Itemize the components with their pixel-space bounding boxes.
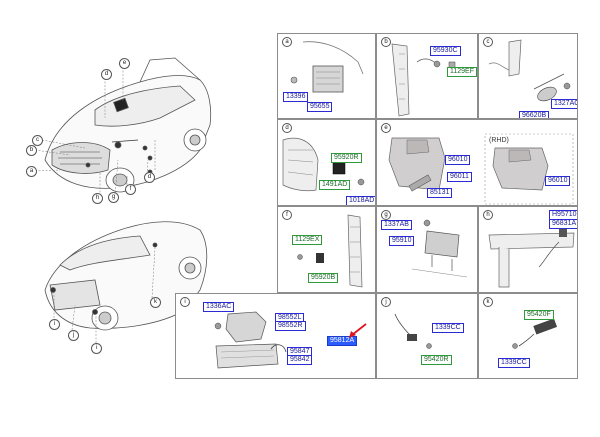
part-1336AC[interactable]: 1336AC [203, 302, 235, 312]
part-95910[interactable]: 95910 [389, 236, 415, 246]
part-85131[interactable]: 85131 [427, 188, 453, 198]
part-96831A[interactable]: 96831A [549, 219, 577, 229]
callout-j[interactable]: j [68, 330, 79, 341]
panel-h: h H95710 96831A [478, 206, 578, 293]
rear-car-drawing [44, 221, 208, 331]
callout-k[interactable]: k [150, 297, 161, 308]
panel-d: d 95920R 1491AD 1018AD [277, 119, 376, 206]
panel-b-art [391, 43, 456, 117]
part-1339CC-k[interactable]: 1339CC [498, 358, 530, 368]
panel-d-letter: d [282, 123, 292, 133]
panel-g-art [411, 219, 468, 278]
panel-c: c 96620B 1327AC [478, 33, 578, 119]
panel-g: g 1337AB 95910 [376, 206, 478, 293]
panel-k: k 95420F 1339CC [478, 293, 578, 379]
panel-g-letter: g [381, 210, 391, 220]
part-95920B[interactable]: 95920B [308, 273, 339, 283]
part-13396[interactable]: 13396 [283, 92, 309, 102]
panel-h-art [488, 227, 575, 288]
callout-e[interactable]: e [119, 58, 130, 69]
part-96620B[interactable]: 96620B [519, 111, 550, 118]
panel-j: j 1339CC 95420R [376, 293, 478, 379]
panel-b: b 95930C 1129EF [376, 33, 478, 119]
part-1337AB[interactable]: 1337AB [381, 220, 412, 230]
panel-e-letter: e [381, 123, 391, 133]
panel-c-letter: c [483, 37, 493, 47]
callout-i[interactable]: i [49, 319, 60, 330]
callout-f[interactable]: f [125, 184, 136, 195]
panel-e-art [388, 133, 574, 205]
panel-j-art [394, 313, 432, 349]
panel-f-letter: f [282, 210, 292, 220]
callout-a[interactable]: a [26, 166, 37, 177]
part-1129EX[interactable]: 1129EX [292, 235, 323, 245]
panel-b-letter: b [381, 37, 391, 47]
callout-i-lower[interactable]: i [91, 343, 102, 354]
front-car-drawing [44, 57, 212, 193]
callout-g[interactable]: g [108, 192, 119, 203]
part-98552R[interactable]: 98552R [275, 321, 306, 331]
rhd-label: (RHD) [489, 137, 509, 144]
panel-a-art [290, 41, 364, 93]
part-95420R[interactable]: 95420R [421, 355, 452, 365]
panel-i: i 1336AC 98552L 98552R 95812A 95847 9584… [175, 293, 376, 379]
panel-h-letter: h [483, 210, 493, 220]
panel-f: f 1129EX 95920B [277, 206, 376, 293]
part-95842[interactable]: 95842 [287, 355, 313, 365]
part-96011[interactable]: 96011 [447, 172, 472, 182]
part-95655[interactable]: 95655 [307, 102, 333, 112]
vehicle-illustrations [34, 57, 212, 343]
callout-d[interactable]: d [101, 69, 112, 80]
part-1491AD[interactable]: 1491AD [319, 180, 351, 190]
callout-d-lower[interactable]: d [144, 172, 155, 183]
part-95420F[interactable]: 95420F [524, 310, 554, 320]
part-96010-lhd[interactable]: 96010 [445, 155, 471, 165]
panel-a-letter: a [282, 37, 292, 47]
panel-k-art [512, 318, 558, 349]
part-1018AD[interactable]: 1018AD [346, 196, 375, 205]
part-95920R[interactable]: 95920R [331, 153, 362, 163]
panel-i-letter: i [180, 297, 190, 307]
panel-a: a 13396 95655 [277, 33, 376, 119]
panel-e: e (RHD) 96010 96011 85131 96010 [376, 119, 578, 206]
part-95812A[interactable]: 95812A [327, 336, 358, 346]
part-95930C[interactable]: 95930C [430, 46, 461, 56]
callout-c[interactable]: c [32, 135, 43, 146]
panel-i-art [214, 311, 287, 369]
panel-k-letter: k [483, 297, 493, 307]
part-1327AC[interactable]: 1327AC [551, 99, 577, 109]
part-1129EF[interactable]: 1129EF [447, 67, 477, 77]
part-96010-rhd[interactable]: 96010 [545, 176, 571, 186]
panel-d-art [282, 137, 365, 192]
part-1339CC-j[interactable]: 1339CC [432, 323, 464, 333]
panel-f-art [297, 214, 363, 288]
panel-c-art [488, 39, 571, 102]
panel-j-letter: j [381, 297, 391, 307]
callout-h[interactable]: h [92, 193, 103, 204]
callout-b[interactable]: b [26, 145, 37, 156]
red-arrow-icon [349, 323, 367, 338]
